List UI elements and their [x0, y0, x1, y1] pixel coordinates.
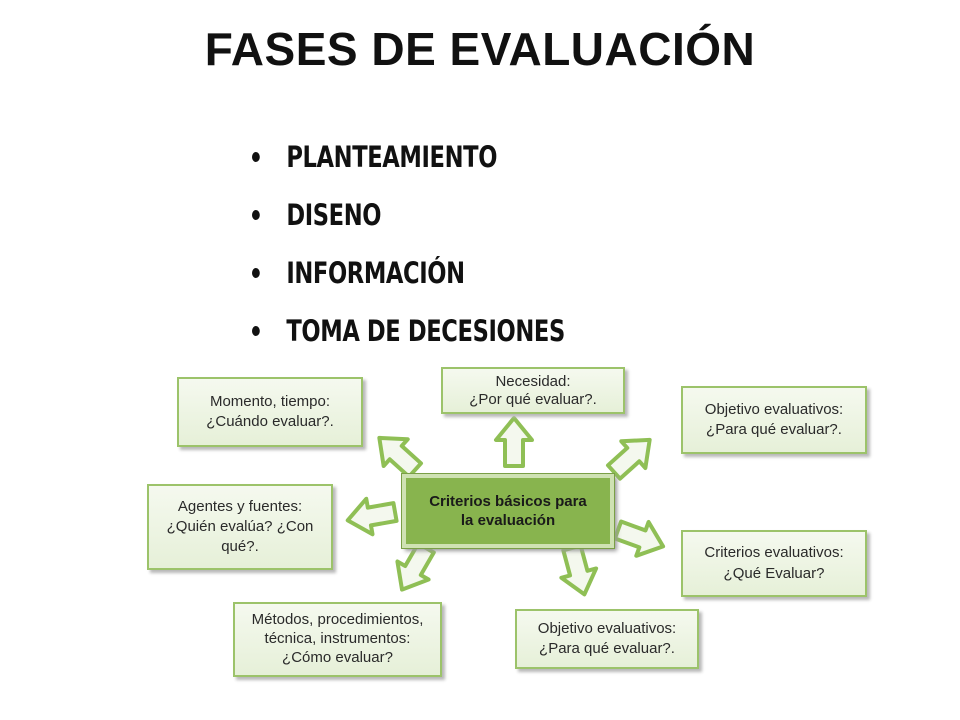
list-item: PLANTEAMIENTO	[252, 128, 565, 186]
node-criterios: Criterios evaluativos: ¿Qué Evaluar?	[681, 530, 867, 597]
list-item: TOMA DE DECESIONES	[252, 302, 565, 360]
list-item: INFORMACIÓN	[252, 244, 565, 302]
arrow-up-icon	[494, 416, 534, 468]
center-node: Criterios básicos para la evaluación	[401, 473, 615, 549]
node-metodos: Métodos, procedimientos, técnica, instru…	[233, 602, 442, 677]
node-objetivo-bottom: Objetivo evaluativos: ¿Para qué evaluar?…	[515, 609, 699, 669]
arrow-left-icon	[342, 492, 401, 541]
bullet-icon	[252, 326, 260, 336]
node-necesidad: Necesidad: ¿Por qué evaluar?.	[441, 367, 625, 414]
bullet-icon	[252, 268, 260, 278]
phases-list: PLANTEAMIENTO DISENO INFORMACIÓN TOMA DE…	[252, 128, 653, 360]
page-title: FASES DE EVALUACIÓN	[204, 23, 756, 75]
node-objetivo-top: Objetivo evaluativos: ¿Para qué evaluar?…	[681, 386, 867, 454]
node-momento: Momento, tiempo: ¿Cuándo evaluar?.	[177, 377, 363, 447]
bullet-icon	[252, 152, 260, 162]
node-agentes: Agentes y fuentes: ¿Quién evalúa? ¿Con q…	[147, 484, 333, 570]
arrow-down-right-icon	[609, 511, 672, 566]
bullet-icon	[252, 210, 260, 220]
list-item: DISENO	[252, 186, 565, 244]
arrow-down-icon	[552, 541, 604, 602]
